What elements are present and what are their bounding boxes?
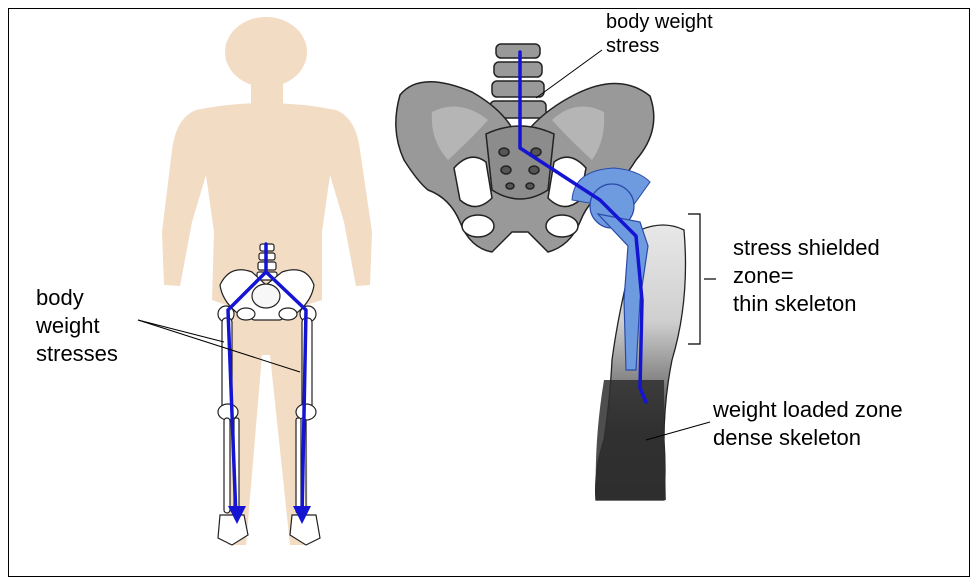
label-body-weight-stress: body weight stress (606, 10, 713, 58)
label-line: dense skeleton (713, 424, 903, 452)
label-weight-loaded-zone: weight loaded zone dense skeleton (713, 396, 903, 452)
label-line: zone= (733, 262, 880, 290)
label-line: thin skeleton (733, 290, 880, 318)
label-stress-shielded-zone: stress shielded zone= thin skeleton (733, 234, 880, 318)
label-line: weight loaded zone (713, 396, 903, 424)
label-line: weight (36, 312, 118, 340)
label-line: body (36, 284, 118, 312)
label-body-weight-stresses: body weight stresses (36, 284, 118, 368)
shielded-zone-bracket (688, 214, 716, 344)
label-line: body weight (606, 10, 713, 34)
label-line: stress (606, 34, 713, 58)
body-silhouette (162, 17, 372, 545)
label-line: stress shielded (733, 234, 880, 262)
label-line: stresses (36, 340, 118, 368)
